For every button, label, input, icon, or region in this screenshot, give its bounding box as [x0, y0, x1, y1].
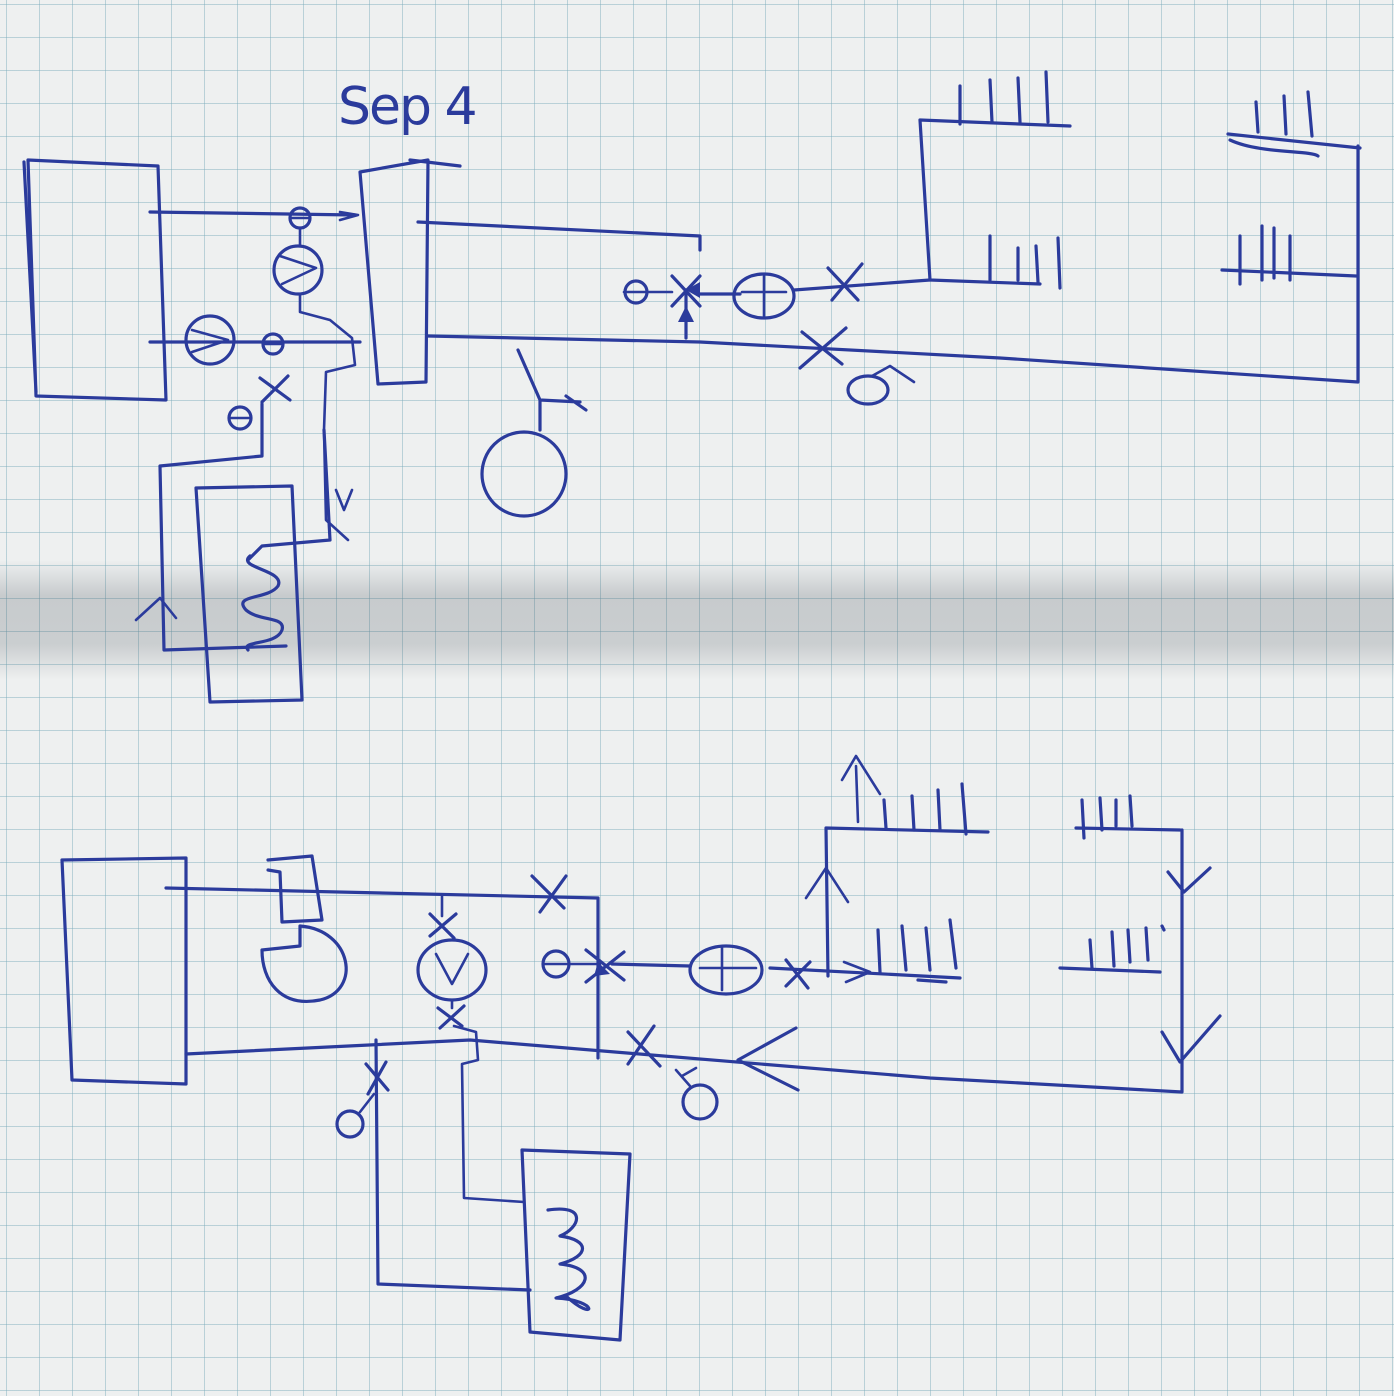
pump-riser: [440, 894, 526, 1204]
valve-icon: [626, 1024, 662, 1068]
valve-icon: [436, 1004, 466, 1030]
bottom-return-line: [184, 828, 1184, 1094]
coil-return: [374, 1038, 532, 1292]
top-zone-loop: [918, 118, 1072, 286]
bottom-zone-loop: [824, 826, 990, 978]
gauge-icon: [622, 279, 674, 305]
bottom-zone-loop-2: [1058, 826, 1182, 974]
top-supply-line-b: [416, 220, 702, 252]
pump-icon: [416, 938, 488, 1002]
bottom-schematic: [60, 754, 1222, 1342]
flow-arrow-icon: [338, 210, 360, 222]
flow-arrow-icon: [842, 960, 872, 984]
radiator-icon: [1228, 90, 1320, 158]
radiator-icon: [876, 918, 958, 984]
valve-icon: [530, 874, 568, 914]
gauge-icon: [846, 364, 916, 406]
valve-icon: [670, 274, 702, 340]
valve-icon: [784, 958, 812, 990]
flow-arrow-icon: [736, 1026, 800, 1092]
flow-arrow-icon: [134, 596, 178, 622]
gauge-icon: [541, 949, 602, 979]
valve-icon: [798, 326, 848, 370]
coil-tank: [520, 1148, 632, 1342]
top-zone-supply: [698, 278, 932, 296]
gauge-icon: [227, 405, 253, 431]
gauge-icon: [674, 1066, 719, 1121]
radiator-icon: [1088, 924, 1166, 970]
pump-icon: [184, 314, 236, 366]
pump-icon: [688, 944, 764, 996]
coil-tank: [194, 484, 304, 704]
bottom-supply-line: [164, 886, 600, 1060]
boiler-box: [22, 158, 168, 402]
valve-icon: [826, 262, 864, 302]
hydraulic-separator: [358, 158, 462, 386]
coil-supply: [246, 428, 332, 562]
bottom-zone-supply: [610, 962, 962, 980]
top-supply-line-a: [148, 210, 357, 217]
flow-arrow-icon: [1160, 1014, 1222, 1064]
radiator-icon: [958, 70, 1050, 126]
radiator-icon: [882, 782, 968, 836]
gauge-icon: [335, 1092, 376, 1139]
radiator-icon: [1080, 794, 1134, 840]
flow-arrow-icon: [1166, 866, 1212, 894]
radiator-icon: [988, 234, 1062, 290]
gauge-icon: [261, 332, 285, 356]
date-label: Sep 4: [338, 77, 476, 137]
heat-exchanger-coil-icon: [241, 554, 284, 652]
coil-return: [158, 402, 288, 652]
top-supply-line-c: [426, 144, 1360, 384]
flow-arrow-icon: [840, 754, 882, 824]
pump-icon: [272, 244, 324, 296]
flow-arrow-icon: [804, 866, 850, 904]
valve-icon: [364, 1060, 390, 1096]
valve-icon: [584, 948, 626, 984]
gauge-icon: [288, 206, 312, 230]
expansion-tank-icon: [260, 854, 348, 1003]
heat-exchanger-coil-icon: [546, 1207, 591, 1312]
pump-icon: [732, 272, 796, 320]
expansion-tank-icon: [480, 430, 568, 518]
top-schematic: Sep 4: [22, 70, 1362, 704]
boiler-box: [60, 856, 188, 1086]
valve-icon: [258, 374, 292, 404]
expansion-tank-pipe: [516, 348, 588, 432]
valve-icon: [428, 912, 458, 940]
radiator-icon: [1238, 224, 1292, 286]
pump-riser: [298, 226, 357, 432]
